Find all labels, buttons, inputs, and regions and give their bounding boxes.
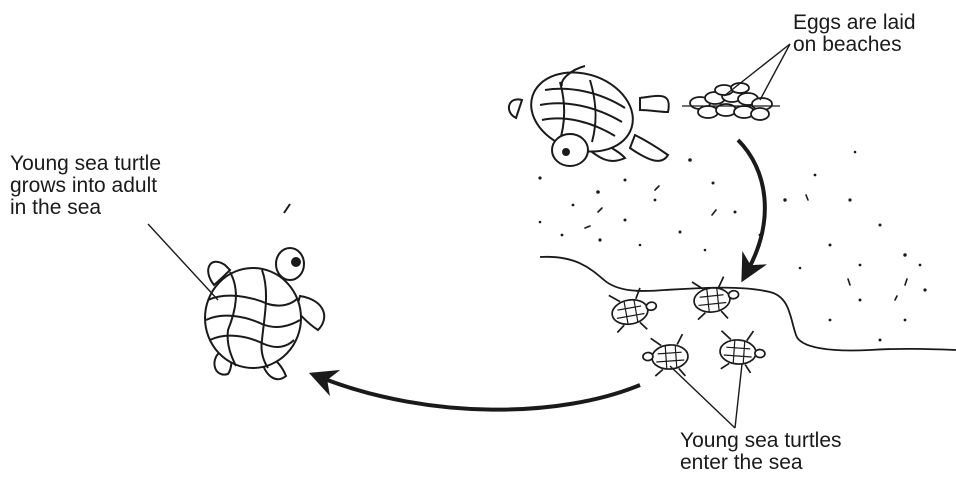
adult-label: Young sea turtle grows into adult in the… — [10, 153, 161, 219]
beach-sand-texture — [538, 151, 926, 342]
adult-label-line1: Young sea turtle — [10, 153, 161, 175]
eggs-label: Eggs are laid on beaches — [793, 12, 916, 56]
adult-label-line2: grows into adult — [10, 175, 161, 197]
adult-turtle-on-beach-icon — [509, 60, 669, 166]
shoreline — [540, 257, 956, 351]
eggs-icon — [682, 83, 780, 120]
young-turtles-label: Young sea turtles enter the sea — [680, 430, 842, 474]
cycle-arrow-icon — [322, 378, 640, 410]
eggs-label-line1: Eggs are laid — [793, 12, 916, 34]
cycle-arrow-icon — [738, 140, 765, 270]
adult-turtle-in-sea-icon — [205, 204, 324, 379]
young-turtles-label-line2: enter the sea — [680, 452, 842, 474]
adult-label-line3: in the sea — [10, 197, 161, 219]
young-turtles-label-line1: Young sea turtles — [680, 430, 842, 452]
adult-leader-line — [148, 224, 218, 300]
beach-sand-dashes — [585, 186, 907, 300]
eggs-label-line2: on beaches — [793, 34, 916, 56]
young-turtles-leader-lines — [670, 364, 742, 428]
